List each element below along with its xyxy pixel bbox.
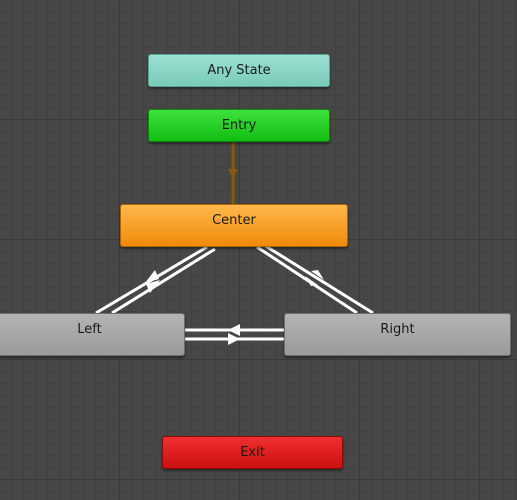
state-center[interactable]: Center bbox=[120, 204, 348, 247]
state-exit[interactable]: Exit bbox=[162, 436, 343, 469]
state-any-state[interactable]: Any State bbox=[148, 54, 330, 87]
state-label: Exit bbox=[240, 445, 265, 460]
transition-center-to-left[interactable] bbox=[111, 247, 216, 315]
state-entry[interactable]: Entry bbox=[148, 109, 330, 142]
state-right[interactable]: Right bbox=[284, 313, 511, 356]
transition-center-to-right[interactable] bbox=[256, 245, 358, 315]
transition-right-to-center[interactable] bbox=[263, 243, 374, 315]
state-label: Right bbox=[380, 322, 415, 337]
transition-right-to-left[interactable] bbox=[185, 324, 284, 336]
transition-entry-to-center[interactable] bbox=[228, 142, 238, 204]
transition-left-to-center[interactable] bbox=[95, 245, 208, 315]
transition-left-to-right[interactable] bbox=[185, 333, 284, 345]
state-label: Left bbox=[77, 322, 102, 337]
state-label: Any State bbox=[207, 63, 271, 78]
state-label: Entry bbox=[221, 118, 257, 133]
state-label: Center bbox=[212, 213, 256, 228]
state-left[interactable]: Left bbox=[0, 313, 185, 356]
